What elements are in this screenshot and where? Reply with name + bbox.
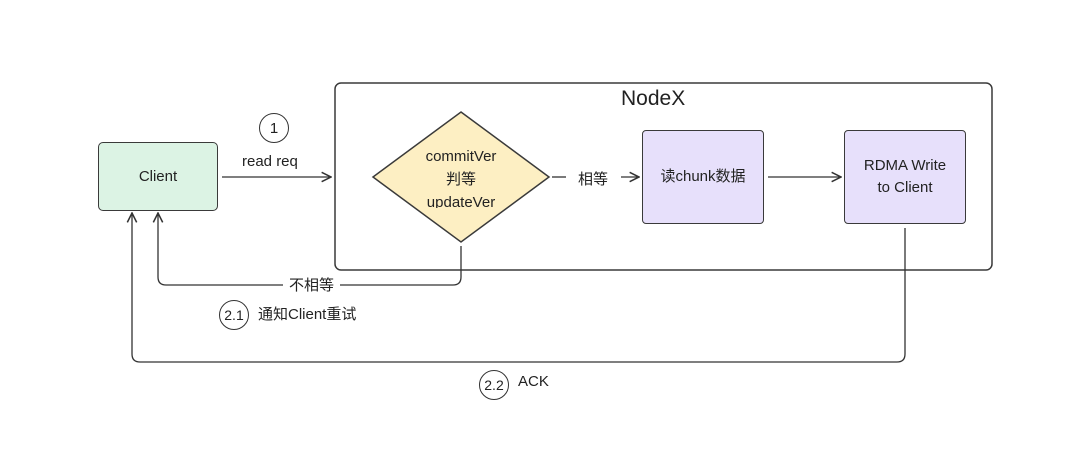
rdma-node: RDMA Write to Client bbox=[844, 130, 966, 224]
notify-retry-label: 通知Client重试 bbox=[258, 306, 357, 323]
client-label: Client bbox=[138, 167, 178, 185]
step-2-2-number: 2.2 bbox=[484, 377, 504, 393]
equal-label: 相等 bbox=[578, 171, 609, 188]
step-1-number: 1 bbox=[269, 119, 279, 137]
step-2-1-number: 2.1 bbox=[224, 307, 244, 323]
edge-ack bbox=[132, 213, 906, 363]
decision-line-1: commitVer bbox=[425, 148, 497, 165]
step-2-2-badge: 2.2 bbox=[479, 370, 509, 400]
ack-label: ACK bbox=[518, 373, 549, 390]
read-chunk-node: 读chunk数据 bbox=[642, 130, 764, 224]
decision-text: commitVer 判等 updateVer bbox=[401, 145, 521, 208]
read-req-label: read req bbox=[242, 153, 298, 170]
read-chunk-label: 读chunk数据 bbox=[660, 168, 746, 185]
decision-line-3: updateVer bbox=[426, 194, 496, 208]
step-1-badge: 1 bbox=[259, 113, 289, 143]
rdma-line-2: to Client bbox=[877, 179, 933, 196]
rdma-line-1: RDMA Write bbox=[863, 157, 947, 174]
nodex-title: NodeX bbox=[621, 87, 686, 110]
client-node: Client bbox=[98, 142, 218, 211]
decision-diamond bbox=[371, 111, 551, 243]
nodex-container bbox=[334, 82, 993, 271]
decision-line-2: 判等 bbox=[445, 171, 476, 188]
step-2-1-badge: 2.1 bbox=[219, 300, 249, 330]
not-equal-label: 不相等 bbox=[283, 274, 341, 295]
